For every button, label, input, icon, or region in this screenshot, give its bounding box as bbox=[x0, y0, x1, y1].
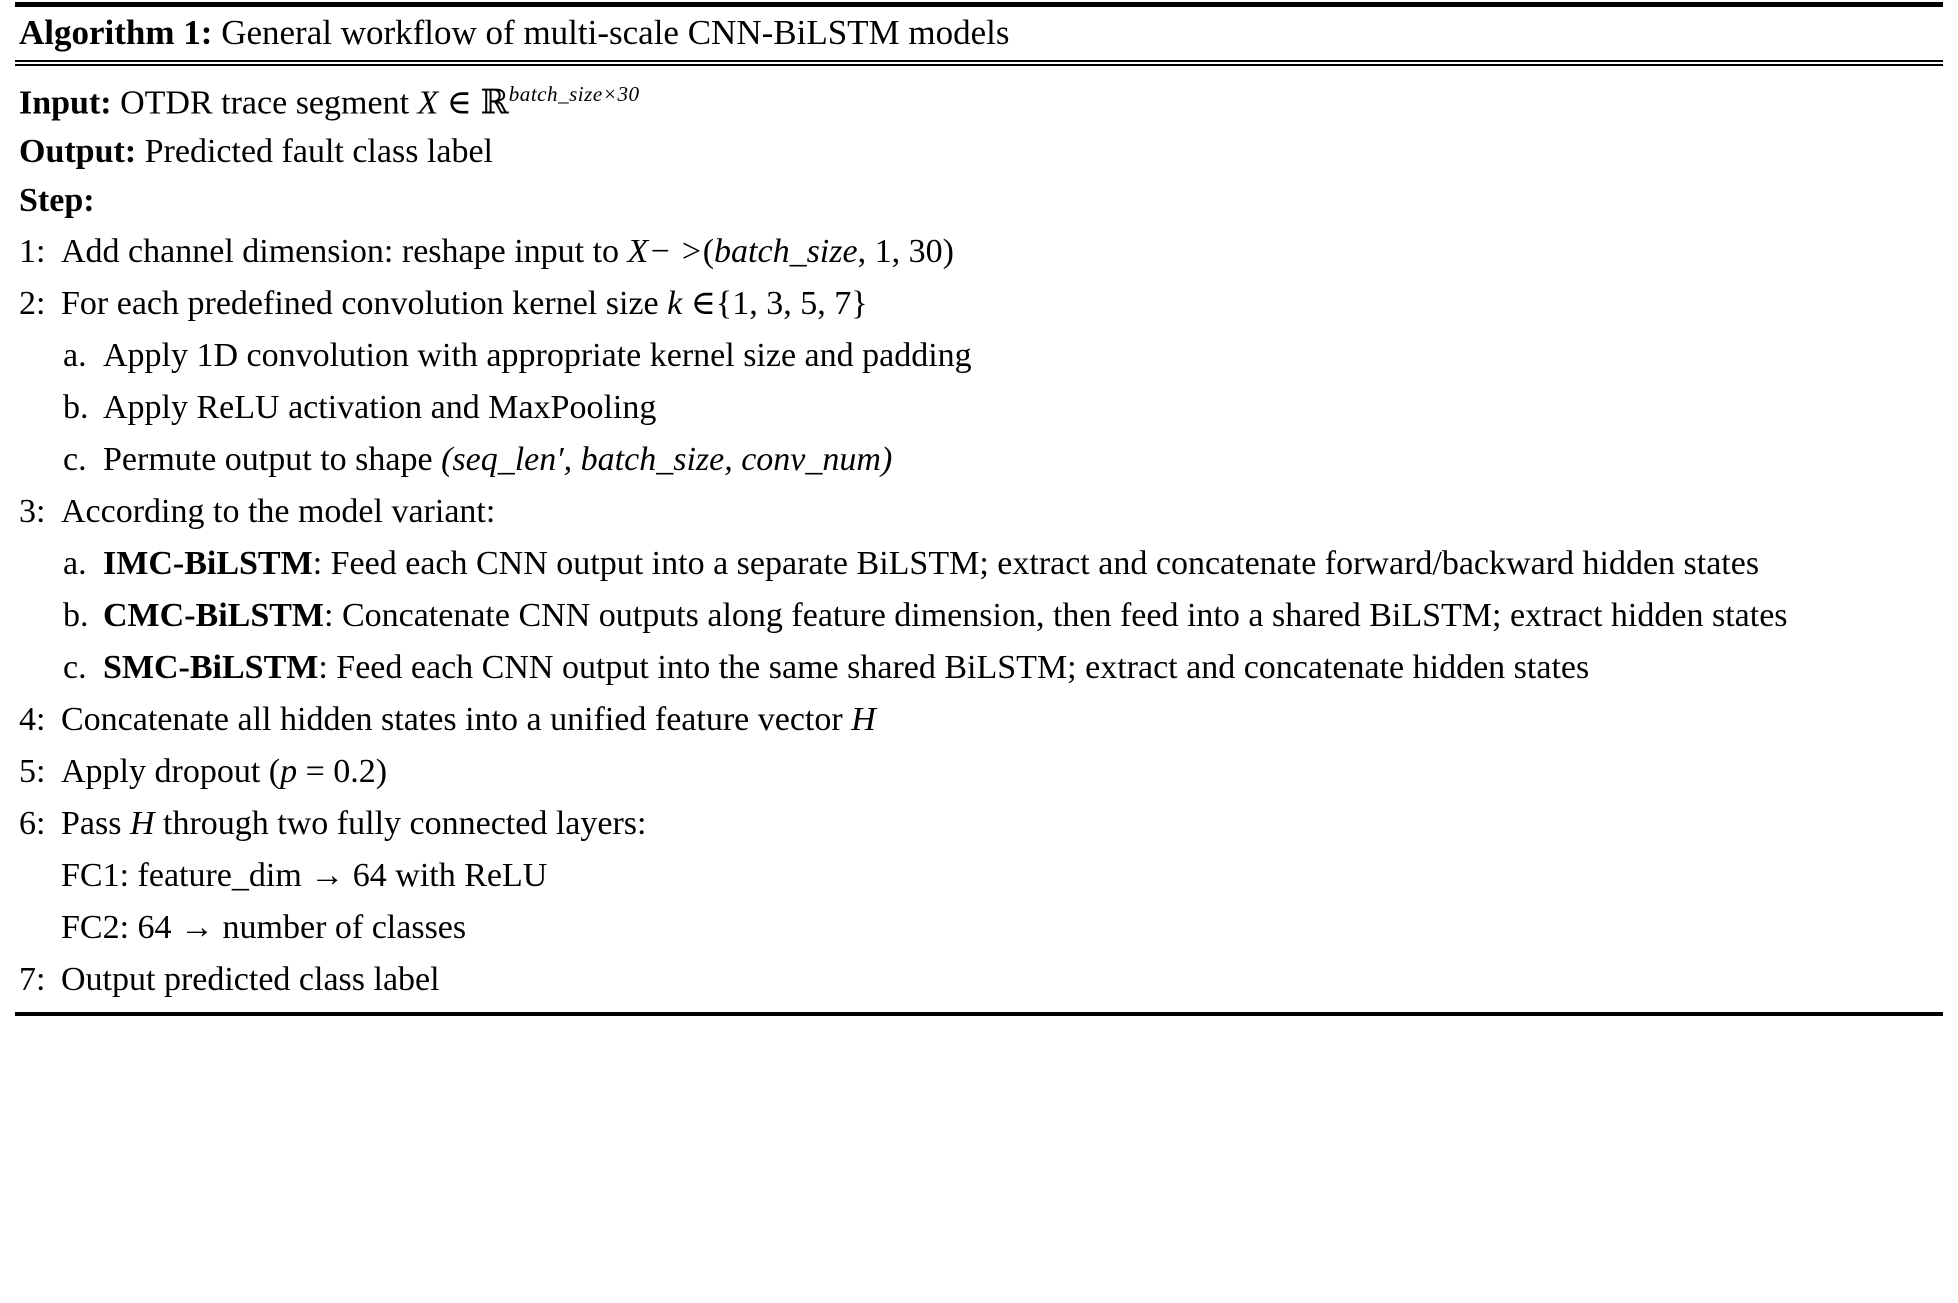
element-of-symbol: ∈ bbox=[446, 84, 472, 122]
variant-letter-smc: c. bbox=[63, 649, 87, 687]
variant-label-imc: IMC-BiLSTM bbox=[103, 545, 313, 583]
substep-2c-shape-tuple: (seq_len′, batch_size, conv_num) bbox=[441, 441, 893, 479]
real-numbers-symbol: ℝ bbox=[480, 82, 509, 123]
step-1-paren-open: ( bbox=[702, 233, 715, 271]
substep-text-2c: Permute output to shape (seq_len′, batch… bbox=[103, 434, 1943, 486]
substep-letter-2a: a. bbox=[63, 337, 87, 375]
step-text-4: Concatenate all hidden states into a uni… bbox=[61, 694, 1943, 746]
step-text-6-pre: Pass bbox=[61, 805, 122, 843]
step-text-5-pre: Apply dropout ( bbox=[61, 753, 281, 791]
step-number-2: 2: bbox=[19, 285, 46, 323]
step-text-3: According to the model variant: bbox=[61, 493, 496, 531]
algorithm-title: Algorithm 1: General workflow of multi-s… bbox=[15, 7, 1943, 56]
step-5-dropout-value: = 0.2) bbox=[305, 753, 388, 791]
step-header: Step: bbox=[19, 182, 95, 220]
substep-text-2b: Apply ReLU activation and MaxPooling bbox=[103, 389, 657, 427]
step-number-4: 4: bbox=[19, 701, 46, 739]
step-2-kernel-set: {1, 3, 5, 7} bbox=[715, 285, 868, 323]
variant-label-cmc: CMC-BiLSTM bbox=[103, 597, 324, 635]
substep-text-2a: Apply 1D convolution with appropriate ke… bbox=[103, 337, 972, 375]
variant-label-smc: SMC-BiLSTM bbox=[103, 649, 319, 687]
input-variable: X bbox=[417, 84, 439, 122]
output-text: Predicted fault class label bbox=[144, 133, 494, 171]
step-row-6: 6: Pass H through two fully connected la… bbox=[15, 798, 1943, 850]
step-row-3: 3: According to the model variant: bbox=[15, 486, 1943, 538]
input-text: OTDR trace segment bbox=[120, 84, 410, 122]
algorithm-body: Input: OTDR trace segment X ∈ ℝbatch_siz… bbox=[15, 66, 1943, 1006]
substep-text-2c-pre: Permute output to shape bbox=[103, 441, 433, 479]
step-row-2: 2: For each predefined convolution kerne… bbox=[15, 278, 1943, 330]
step-2-kernel-var: k bbox=[667, 285, 683, 323]
substep-letter-2c: c. bbox=[63, 441, 87, 479]
step-text-1-pre: Add channel dimension: reshape input to bbox=[61, 233, 620, 271]
step-1-math-var: X− > bbox=[627, 233, 703, 271]
variant-row-imc: a. IMC-BiLSTM: Feed each CNN output into… bbox=[15, 538, 1943, 590]
fc1-line: FC1: feature_dim → 64 with ReLU bbox=[61, 857, 548, 895]
top-rule bbox=[15, 2, 1943, 7]
bottom-rule bbox=[15, 1012, 1943, 1017]
step-2-element-of: ∈ bbox=[690, 285, 716, 323]
substep-row-2c: c. Permute output to shape (seq_len′, ba… bbox=[15, 434, 1943, 486]
step-text-1: Add channel dimension: reshape input to … bbox=[61, 226, 1943, 278]
step-1-tuple-rest: , 1, 30 bbox=[857, 233, 943, 271]
variant-row-cmc: b. CMC-BiLSTM: Concatenate CNN outputs a… bbox=[15, 590, 1943, 642]
step-text-7: Output predicted class label bbox=[61, 961, 440, 999]
step-text-5: Apply dropout (p = 0.2) bbox=[61, 746, 1943, 798]
substep-letter-2b: b. bbox=[63, 389, 89, 427]
variant-row-smc: c. SMC-BiLSTM: Feed each CNN output into… bbox=[15, 642, 1943, 694]
variant-letter-cmc: b. bbox=[63, 597, 89, 635]
step-text-6: Pass H through two fully connected layer… bbox=[61, 798, 1943, 850]
step-text-2-pre: For each predefined convolution kernel s… bbox=[61, 285, 659, 323]
step-5-dropout-var: p bbox=[280, 753, 298, 791]
input-label: Input: bbox=[19, 84, 112, 122]
variant-desc-imc: : Feed each CNN output into a separate B… bbox=[312, 545, 1760, 583]
step-row-7: 7: Output predicted class label bbox=[15, 954, 1943, 1006]
algorithm-title-text: General workflow of multi-scale CNN-BiLS… bbox=[221, 13, 1010, 52]
step-1-paren-close: ) bbox=[942, 233, 954, 271]
step-1-batch-size: batch_size bbox=[714, 233, 858, 271]
step-number-1: 1: bbox=[19, 233, 46, 271]
algorithm-block: Algorithm 1: General workflow of multi-s… bbox=[15, 2, 1943, 1017]
output-label: Output: bbox=[19, 133, 137, 171]
step-row-4: 4: Concatenate all hidden states into a … bbox=[15, 694, 1943, 746]
input-exponent: batch_size×30 bbox=[508, 82, 640, 106]
algorithm-title-label: Algorithm 1: bbox=[19, 13, 213, 52]
step-4-feature-vector: H bbox=[851, 701, 876, 739]
substep-row-2b: b. Apply ReLU activation and MaxPooling bbox=[15, 382, 1943, 434]
substep-row-2a: a. Apply 1D convolution with appropriate… bbox=[15, 330, 1943, 382]
variant-text-smc: SMC-BiLSTM: Feed each CNN output into th… bbox=[103, 642, 1943, 694]
step-number-5: 5: bbox=[19, 753, 46, 791]
step-text-2: For each predefined convolution kernel s… bbox=[61, 278, 1943, 330]
variant-desc-cmc: : Concatenate CNN outputs along feature … bbox=[324, 597, 1788, 635]
step-row-1: 1: Add channel dimension: reshape input … bbox=[15, 226, 1943, 278]
step-number-7: 7: bbox=[19, 961, 46, 999]
title-separator-rule bbox=[15, 60, 1943, 66]
step-text-6-post: through two fully connected layers: bbox=[163, 805, 647, 843]
step-6-hidden-var: H bbox=[129, 805, 155, 843]
step-number-3: 3: bbox=[19, 493, 46, 531]
variant-letter-imc: a. bbox=[63, 545, 87, 583]
input-line: Input: OTDR trace segment X ∈ ℝbatch_siz… bbox=[15, 70, 1943, 127]
fc2-line: FC2: 64 → number of classes bbox=[61, 909, 467, 947]
step-number-6: 6: bbox=[19, 805, 46, 843]
variant-text-imc: IMC-BiLSTM: Feed each CNN output into a … bbox=[103, 538, 1943, 590]
step-row-5: 5: Apply dropout (p = 0.2) bbox=[15, 746, 1943, 798]
output-line: Output: Predicted fault class label bbox=[15, 127, 1943, 176]
variant-desc-smc: : Feed each CNN output into the same sha… bbox=[318, 649, 1590, 687]
step-text-4-pre: Concatenate all hidden states into a uni… bbox=[61, 701, 843, 739]
variant-text-cmc: CMC-BiLSTM: Concatenate CNN outputs alon… bbox=[103, 590, 1943, 642]
